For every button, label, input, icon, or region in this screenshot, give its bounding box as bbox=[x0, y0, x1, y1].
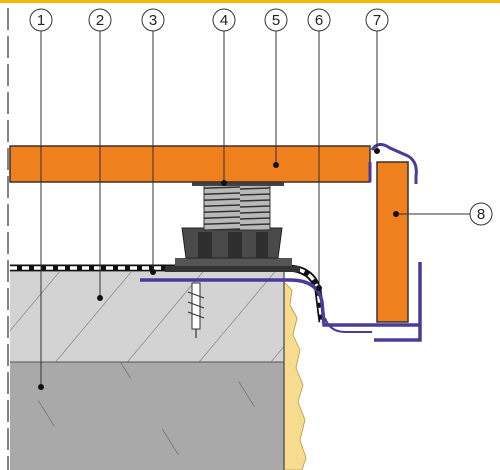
callout-label-6: 6 bbox=[315, 12, 323, 29]
fascia-board bbox=[376, 161, 409, 323]
callout-label-1: 1 bbox=[37, 12, 45, 29]
insulation-layer bbox=[283, 281, 307, 470]
callout-label-8: 8 bbox=[477, 206, 485, 223]
anchor-screw bbox=[187, 282, 205, 338]
edge-profile bbox=[140, 262, 422, 342]
callout-label-2: 2 bbox=[96, 12, 104, 29]
callout-1: 1 bbox=[29, 8, 53, 32]
callout-6: 6 bbox=[307, 8, 331, 32]
screed-hatch bbox=[10, 272, 284, 362]
drip-profile-inner bbox=[324, 317, 372, 333]
callout-7: 7 bbox=[365, 8, 389, 32]
adjustable-pedestal bbox=[165, 169, 300, 272]
leader-lines bbox=[40, 31, 470, 387]
callout-5: 5 bbox=[264, 8, 288, 32]
callout-label-4: 4 bbox=[220, 12, 228, 29]
top-border bbox=[0, 0, 500, 3]
callout-8: 8 bbox=[469, 202, 493, 226]
callout-3: 3 bbox=[141, 8, 165, 32]
deck-board bbox=[9, 145, 371, 183]
callout-4: 4 bbox=[212, 8, 236, 32]
callout-label-5: 5 bbox=[272, 12, 280, 29]
callout-label-7: 7 bbox=[373, 12, 381, 29]
callout-2: 2 bbox=[88, 8, 112, 32]
callout-label-3: 3 bbox=[149, 12, 157, 29]
slab-hatch bbox=[10, 362, 284, 470]
leader-dots bbox=[38, 148, 399, 390]
